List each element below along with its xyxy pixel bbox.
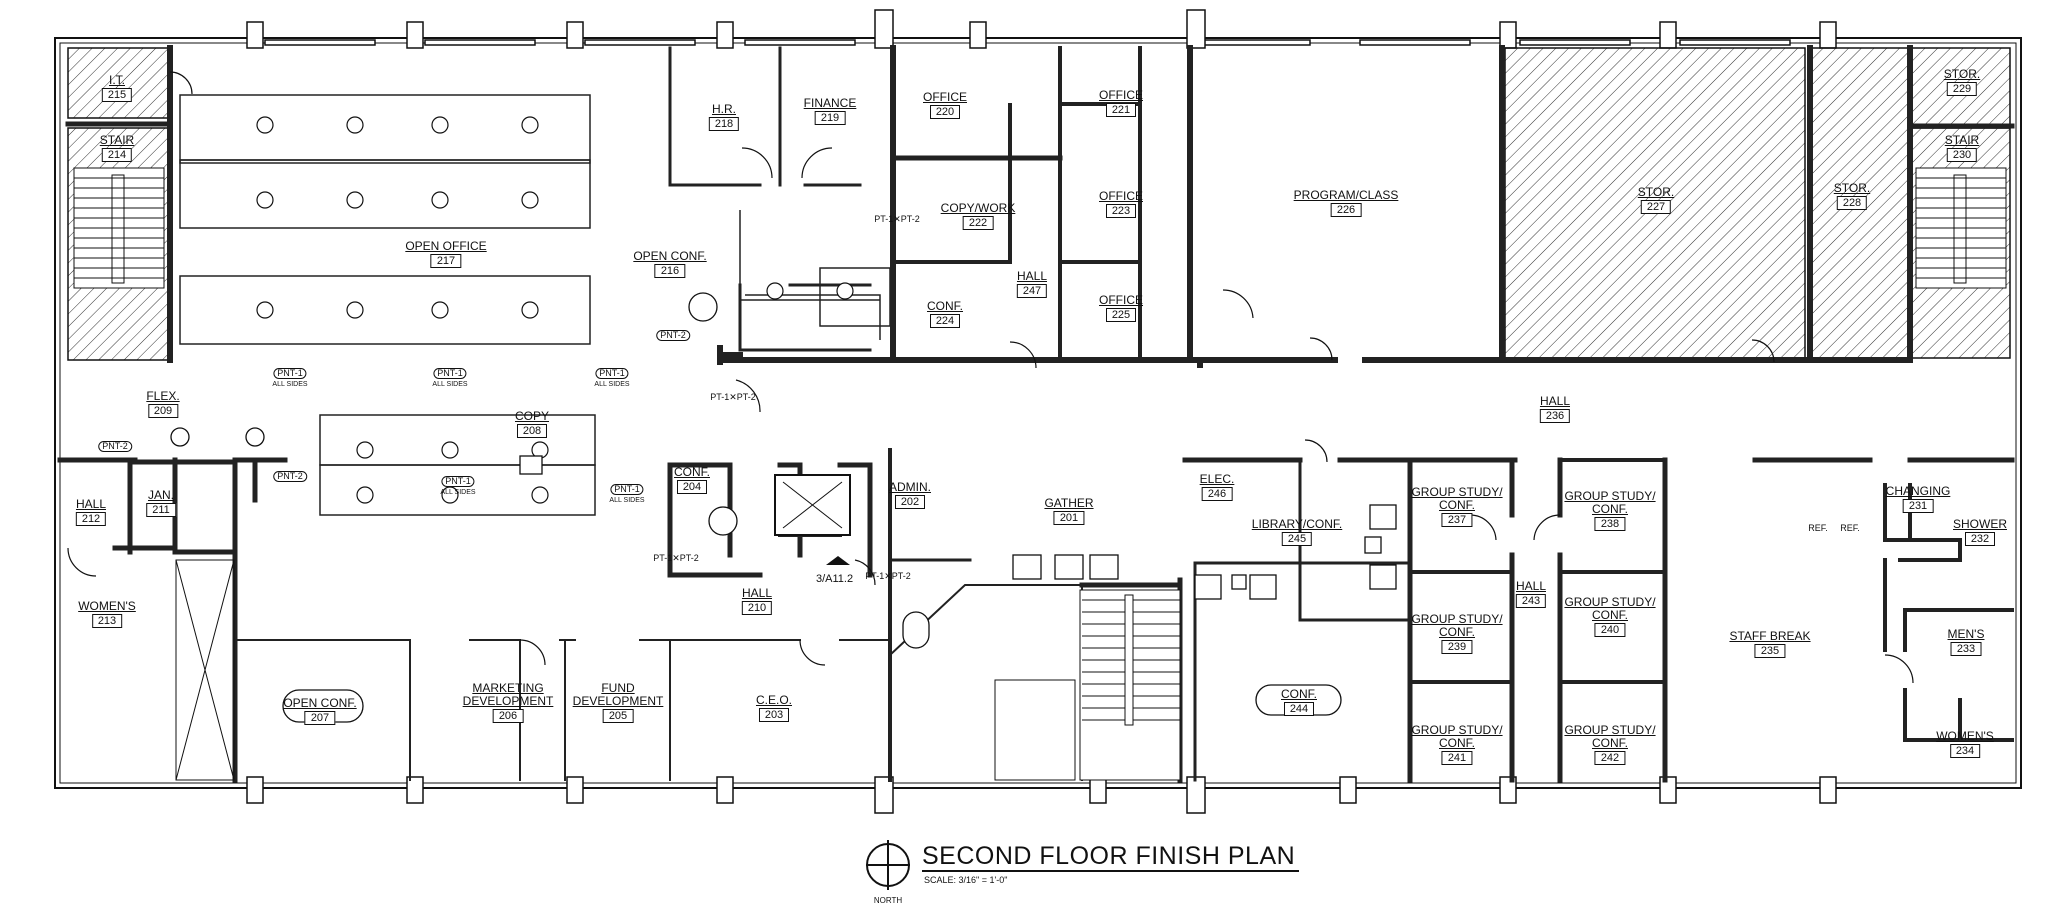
room-label-gs-240: GROUP STUDY/ CONF.240: [1564, 595, 1656, 637]
north-arrow-icon: [866, 840, 910, 890]
room-label-flex: FLEX.209: [146, 389, 180, 418]
room-label-library: LIBRARY/CONF.245: [1251, 517, 1343, 546]
stair-treads: [73, 167, 2007, 289]
finish-tag-pnt2-a: PNT-2: [656, 330, 690, 341]
columns-bottom: [246, 776, 1837, 814]
room-label-gs-242: GROUP STUDY/ CONF.242: [1564, 723, 1656, 765]
room-label-conf-224: CONF.224: [927, 299, 963, 328]
elevator: [774, 474, 851, 536]
room-label-jan: JAN.211: [146, 488, 176, 517]
room-label-open-conf-207: OPEN CONF.207: [283, 696, 357, 725]
room-label-hr: H.R.218: [708, 103, 740, 131]
finish-tag-pnt2-c: PNT-2: [273, 471, 307, 482]
exterior-walls: [54, 37, 2022, 789]
columns-top: [246, 9, 1837, 49]
pt-tag-a: PT-1✕PT-2: [874, 214, 920, 224]
pt-tag-c: PT-1✕PT-2: [653, 553, 699, 563]
north-label: NORTH: [873, 896, 903, 905]
plan-scale: SCALE: 3/16" = 1'-0": [924, 875, 1008, 885]
room-label-conf-244: CONF.244: [1281, 687, 1317, 716]
room-label-open-conf-216: OPEN CONF.216: [633, 249, 707, 278]
room-label-elec: ELEC.246: [1199, 472, 1235, 501]
room-label-gs-238: GROUP STUDY/ CONF.238: [1564, 489, 1656, 531]
door-swings: [67, 71, 1914, 684]
shaft: [175, 559, 235, 781]
conference-tables: [170, 292, 1397, 723]
room-label-stor-227: STOR.227: [1637, 185, 1675, 214]
room-label-stor-229: STOR.229: [1943, 67, 1981, 96]
central-stair: [994, 589, 1181, 781]
windows-top: [264, 39, 1791, 46]
room-label-stor-228: STOR.228: [1833, 181, 1871, 210]
ref-label-a: REF.: [1808, 523, 1828, 533]
room-label-conf-204: CONF.204: [674, 465, 710, 494]
ref-label-b: REF.: [1840, 523, 1860, 533]
section-marker-icon: [826, 556, 850, 565]
finish-tag-pnt2-b: PNT-2: [98, 441, 132, 452]
plan-title: SECOND FLOOR FINISH PLAN: [922, 842, 1300, 872]
room-label-ceo: C.E.O.203: [755, 693, 793, 722]
room-label-gs-241: GROUP STUDY/ CONF.241: [1411, 723, 1503, 765]
office-partitions: [179, 48, 894, 516]
section-reference: 3/A11.2: [816, 573, 854, 585]
pt-tag-d: PT-1✕PT-2: [865, 571, 911, 581]
pt-tag-b: PT-1✕PT-2: [710, 392, 756, 402]
hatched-areas: [67, 47, 2011, 361]
room-label-gs-237: GROUP STUDY/ CONF.237: [1411, 485, 1503, 527]
room-label-it: I.T.215: [101, 74, 133, 102]
workstation-chairs: [256, 116, 854, 504]
room-label-admin: ADMIN.202: [889, 480, 931, 509]
room-label-gs-239: GROUP STUDY/ CONF.239: [1411, 612, 1503, 654]
